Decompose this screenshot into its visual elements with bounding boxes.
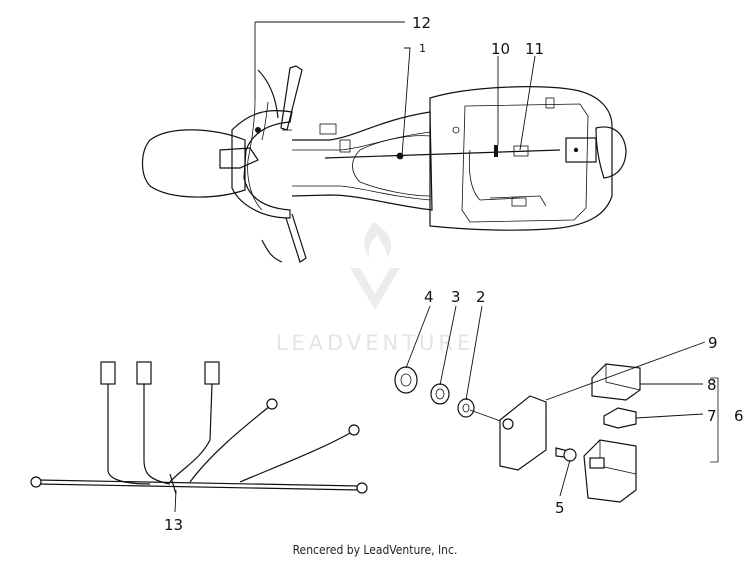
scooter-top-view	[141, 65, 627, 263]
callout-5: 5	[555, 499, 565, 517]
callouts: 1 2 3 4 5 6 7 8 9 10 11 12 13	[164, 14, 744, 534]
callout-12: 12	[412, 14, 431, 32]
watermark-brand: LEADVENTURE	[276, 331, 475, 355]
callout-2: 2	[476, 288, 486, 306]
callout-6: 6	[734, 407, 744, 425]
callout-1: 1	[419, 42, 426, 55]
grommet-parts	[394, 366, 577, 471]
watermark: LEADVENTURE	[276, 222, 475, 355]
callout-9: 9	[708, 334, 718, 352]
fuse-box-parts	[583, 363, 719, 503]
callout-7: 7	[707, 407, 717, 425]
callout-4: 4	[424, 288, 434, 306]
callout-11: 11	[525, 40, 544, 58]
leader-lines	[174, 21, 706, 513]
callout-10: 10	[491, 40, 510, 58]
callout-3: 3	[451, 288, 461, 306]
callout-8: 8	[707, 376, 717, 394]
flame-logo-icon	[350, 222, 400, 310]
wiring-harness-13	[30, 361, 368, 495]
footer-credit: Rencered by LeadVenture, Inc.	[293, 543, 458, 557]
callout-13: 13	[164, 516, 183, 534]
